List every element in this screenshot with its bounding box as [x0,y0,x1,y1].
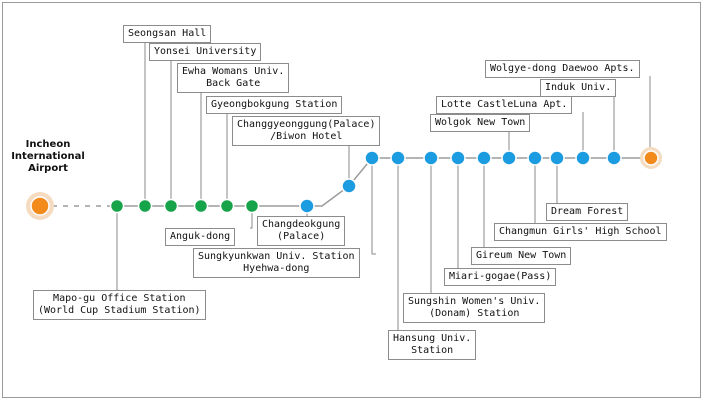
terminal-west-line: International [11,151,85,162]
terminal-west-marker [26,192,54,220]
leader-anguk [250,206,253,229]
station-hansung [390,150,406,166]
station-dream [549,150,565,166]
label-miari-gogae: Miari-gogae(Pass) [444,268,557,286]
station-gireum [476,150,492,166]
leader-miari [444,158,459,277]
station-seongsan [137,198,153,214]
terminal-west-label: Incheon International Airport [5,139,91,175]
label-dream-forest: Dream Forest [546,203,629,221]
station-lotte [575,150,591,166]
label-lotte-castleluna: Lotte CastleLuna Apt. [436,96,573,114]
label-wolgye-daewoo: Wolgye-dong Daewoo Apts. [485,60,640,78]
terminal-west-line: Incheon [25,139,71,150]
station-sungshin [423,150,439,166]
label-induk-univ: Induk Univ. [540,79,617,97]
label-hansung-univ: Hansung Univ. Station [388,330,477,360]
station-induk [606,150,622,166]
label-changgyeonggung: Changgyeonggung(Palace) /Biwon Hotel [232,116,381,146]
station-changdeokgung [299,198,315,214]
station-wolgok [501,150,517,166]
station-changmun [527,150,543,166]
label-seongsan-hall: Seongsan Hall [123,25,212,43]
label-sungkyunkwan: Sungkyunkwan Univ. Station Hyehwa-dong [193,248,360,278]
leader-sungkyunkwan [371,158,376,255]
station-mapo [109,198,125,214]
label-gyeongbokgung: Gyeongbokgung Station [206,96,343,114]
terminal-west-line: Airport [28,163,68,174]
leader-lines [116,40,651,330]
label-wolgok-new-town: Wolgok New Town [430,114,531,132]
station-miari [450,150,466,166]
label-yonsei-university: Yonsei University [149,43,262,61]
station-changgyeonggung [341,178,357,194]
label-sungshin-womens: Sungshin Women's Univ. (Donam) Station [403,293,546,323]
label-anguk-dong: Anguk-dong [165,228,236,246]
label-changdeokgung: Changdeokgung (Palace) [257,216,346,246]
station-sungkyunkwan [364,150,380,166]
label-gireum-new-town: Gireum New Town [471,247,572,265]
label-mapo-gu-office: Mapo-gu Office Station (World Cup Stadiu… [33,290,206,320]
route-solid-segment [112,157,650,207]
station-gyeongbokgung [219,198,235,214]
terminal-east-marker [640,147,662,169]
label-changmun-girls: Changmun Girls' High School [494,223,667,241]
label-ewha-back-gate: Ewha Womans Univ. Back Gate [177,63,290,93]
station-ewha [193,198,209,214]
station-yonsei [163,198,179,214]
stations [109,150,622,214]
station-anguk [244,198,260,214]
